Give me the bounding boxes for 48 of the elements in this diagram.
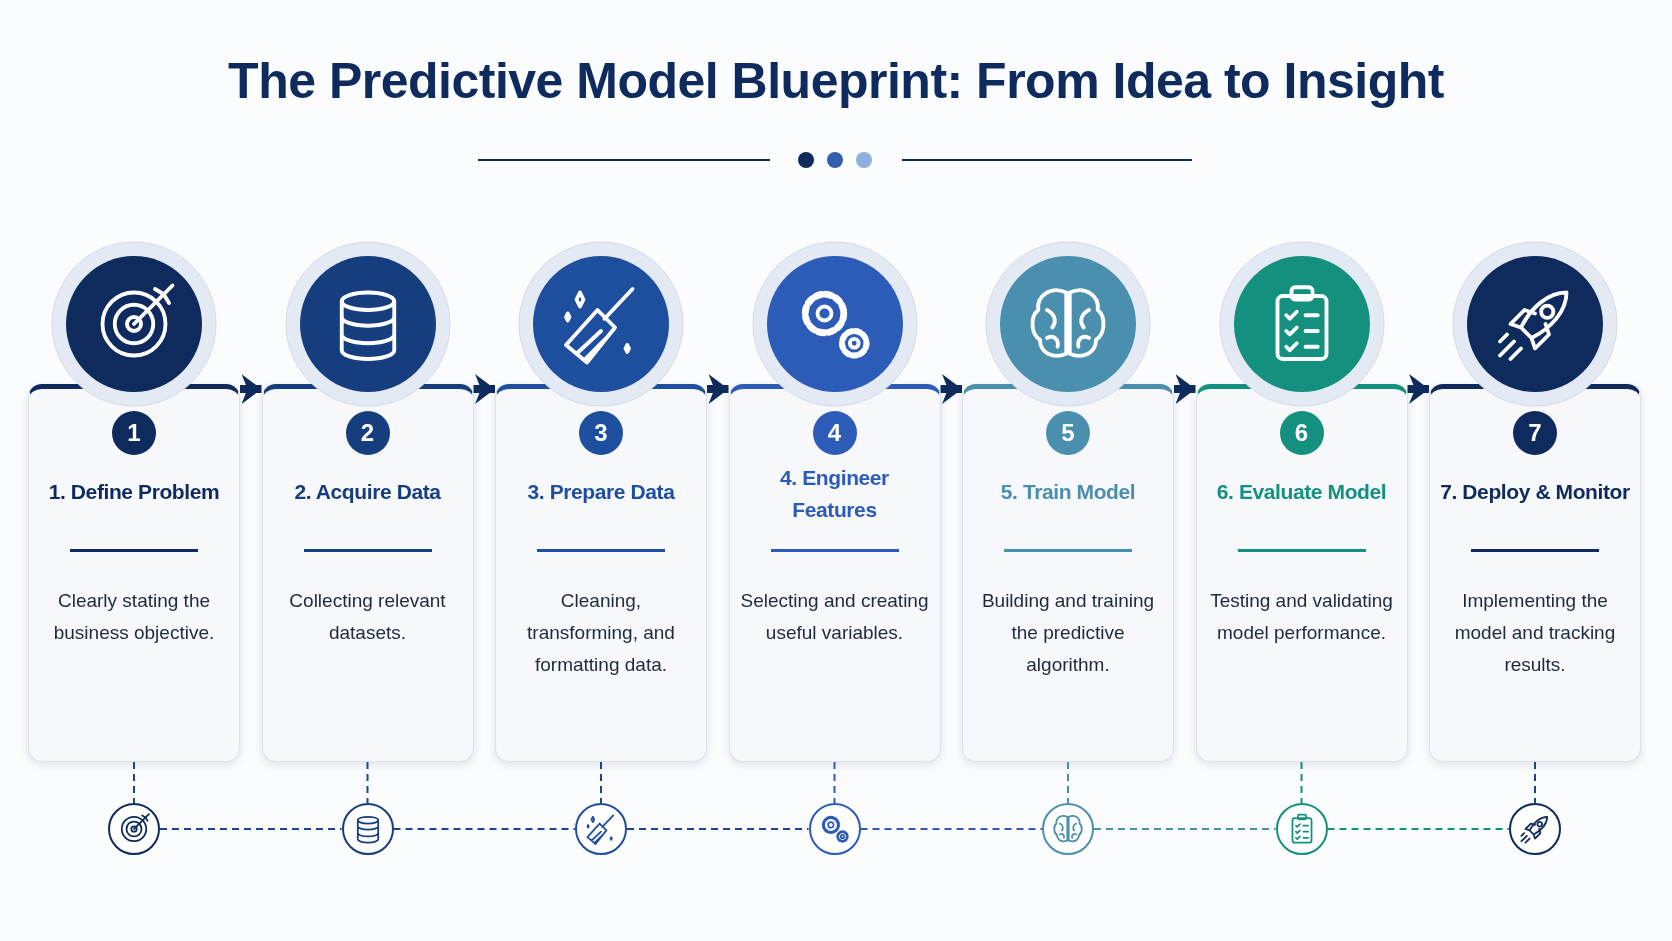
icon-circle — [341, 803, 394, 855]
step-description: Cleaning, transforming, and formatting data. — [526, 589, 676, 677]
dashed-connector — [1093, 828, 1277, 830]
dashed-connector — [392, 828, 576, 830]
flow-arrow — [1407, 374, 1429, 404]
flow-arrow — [240, 374, 262, 404]
step-description: Clearly stating the business objective. — [52, 589, 216, 645]
step-number: 1 — [112, 411, 156, 455]
step-title: 3. Prepare Data — [526, 479, 676, 505]
icon-circle — [108, 803, 160, 855]
step-description: Testing and validating model performance. — [1209, 589, 1394, 645]
step-number: 4 — [812, 411, 857, 455]
step-number: 7 — [1513, 411, 1557, 455]
flow-arrow — [473, 374, 495, 404]
step-number: 3 — [579, 411, 623, 455]
step-title: 5. Train Model — [999, 479, 1137, 505]
dashed-connector — [859, 828, 1043, 830]
flow-arrow — [1174, 374, 1196, 404]
dashed-connector — [159, 828, 343, 830]
step-title: 4. Engineer Features — [779, 465, 890, 523]
flow-arrow — [940, 374, 962, 404]
step-description: Collecting relevant datasets. — [288, 589, 447, 645]
step-description: Implementing the model and tracking results. — [1453, 589, 1617, 677]
step-description: Selecting and creating useful variables. — [739, 589, 930, 645]
icon-circle — [1509, 803, 1561, 855]
dashed-connector — [626, 828, 810, 830]
dashed-connector — [1326, 828, 1510, 830]
step-title: 2. Acquire Data — [293, 479, 442, 505]
step-title: 7. Deploy & Monitor — [1439, 479, 1631, 505]
step-number: 6 — [1279, 411, 1324, 455]
dashed-connector — [1534, 761, 1536, 804]
dashed-connector — [600, 761, 602, 804]
step-number: 2 — [345, 411, 390, 455]
icon-circle — [808, 803, 861, 855]
step-title: 6. Evaluate Model — [1215, 479, 1388, 505]
dashed-connector — [366, 761, 369, 804]
step-description: Building and training the predictive algorithm. — [980, 589, 1156, 677]
dashed-connector — [1300, 761, 1303, 804]
dashed-connector — [133, 761, 135, 804]
page-title: The Predictive Model Blueprint: From Idea to Insight — [227, 52, 1445, 110]
step-number: 5 — [1046, 411, 1090, 455]
icon-circle — [575, 803, 627, 855]
icon-circle — [1042, 803, 1094, 855]
dashed-connector — [1067, 761, 1069, 804]
step-title: 1. Define Problem — [47, 479, 221, 505]
dashed-connector — [833, 761, 836, 804]
icon-circle — [1275, 803, 1328, 855]
flow-arrow — [707, 374, 729, 404]
